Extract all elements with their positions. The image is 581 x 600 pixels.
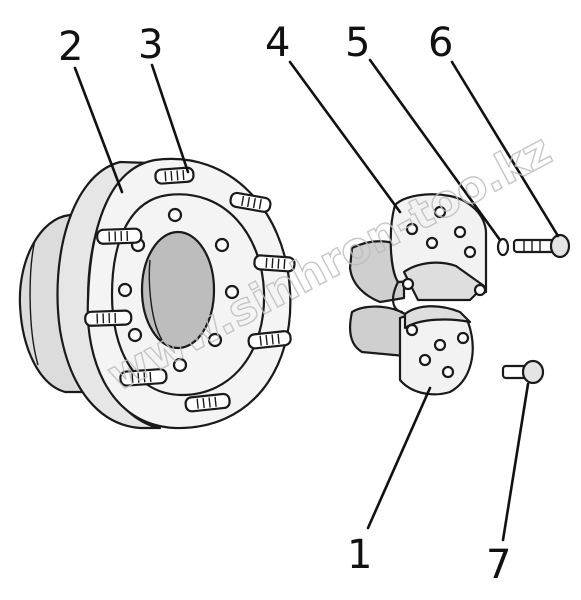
callout-4: 4	[265, 20, 290, 66]
lower-coupling-half-part-1	[349, 305, 474, 396]
ring-bolt-holes	[117, 207, 240, 373]
leader-4	[288, 60, 402, 214]
wheel-studs-part-3	[84, 166, 296, 413]
lower-coupling-holes	[405, 323, 470, 379]
leader-7	[501, 382, 530, 542]
leader-3	[150, 63, 190, 174]
leader-lines	[73, 58, 560, 542]
bolt-part-6	[512, 233, 571, 259]
upper-coupling-half-part-4	[348, 193, 488, 314]
leader-1	[366, 386, 432, 530]
callout-labels: 2 3 4 5 6 1 7	[58, 20, 511, 588]
callout-7: 7	[486, 542, 511, 588]
callout-1: 1	[347, 532, 372, 578]
callout-2: 2	[58, 24, 83, 70]
washer-part-5	[496, 237, 510, 257]
hub-bore	[140, 230, 216, 350]
callout-5: 5	[345, 20, 370, 66]
leader-2	[73, 66, 124, 194]
hub-flange-part-2	[18, 157, 292, 430]
callout-6: 6	[428, 20, 453, 66]
upper-coupling-holes	[401, 205, 487, 297]
leader-5	[368, 58, 502, 242]
callout-3: 3	[138, 22, 163, 68]
leader-6	[450, 60, 560, 238]
bolt-part-7	[501, 359, 545, 385]
